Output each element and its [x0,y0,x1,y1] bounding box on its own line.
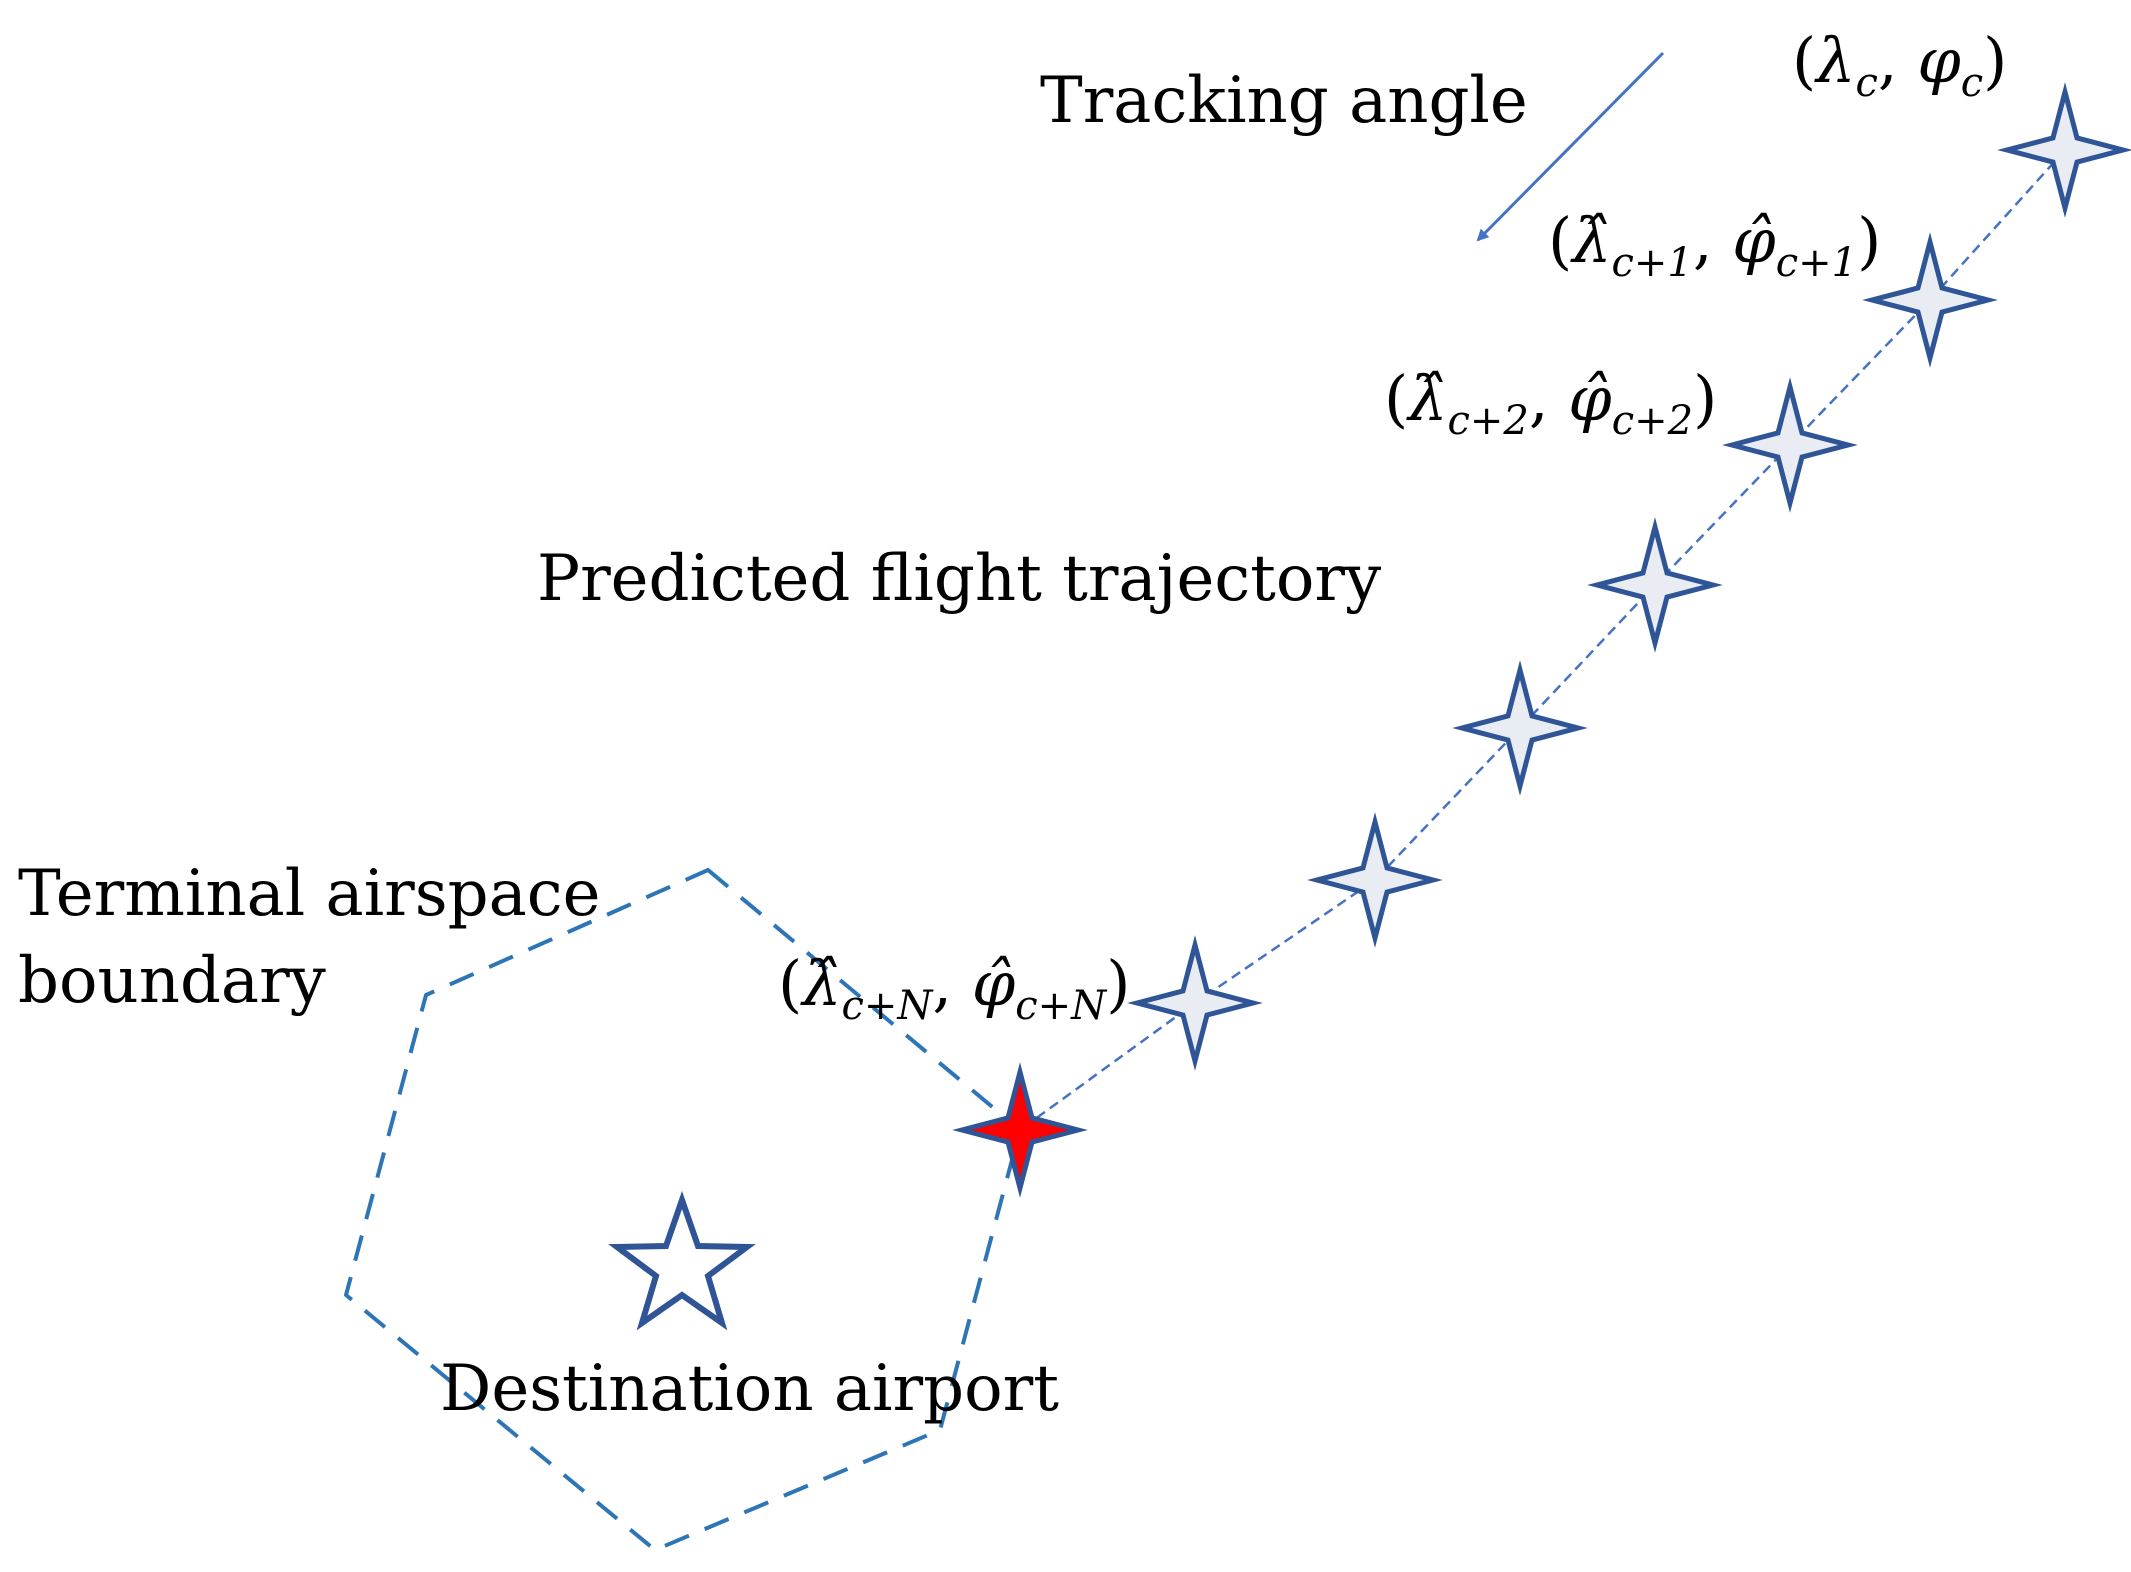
predicted-trajectory-line [1019,149,2066,1132]
waypoint-current-icon [1997,82,2131,218]
waypoint-step5-icon [1307,812,1443,948]
waypoint-step1-icon [1862,232,1998,368]
predicted-trajectory-label: Predicted flight trajectory [537,542,1381,616]
terminal-boundary-label-line1: Terminal airspace [18,857,600,931]
waypoint-step3-icon [1587,517,1723,653]
destination-airport-label: Destination airport [440,1352,1059,1426]
coord-step1-label: (λ̂c+1, φ̂c+1) [1548,204,1881,286]
coord-stepN-label: (λ̂c+N, φ̂c+N) [778,947,1130,1029]
trajectory-waypoints [952,82,2131,1198]
terminal-boundary-label-line2: boundary [18,944,326,1018]
waypoint-stepN-icon [952,1062,1088,1198]
tracking-angle-arrow [1476,51,1665,242]
waypoint-step6-icon [1127,935,1263,1071]
waypoint-step4-icon [1452,660,1588,796]
destination-airport-icon [608,1190,756,1331]
waypoint-step2-icon [1722,377,1858,513]
coord-step2-label: (λ̂c+2, φ̂c+2) [1384,362,1717,444]
tracking-angle-label: Tracking angle [1040,64,1528,138]
coord-current-label: (λc, φc) [1792,24,2007,106]
